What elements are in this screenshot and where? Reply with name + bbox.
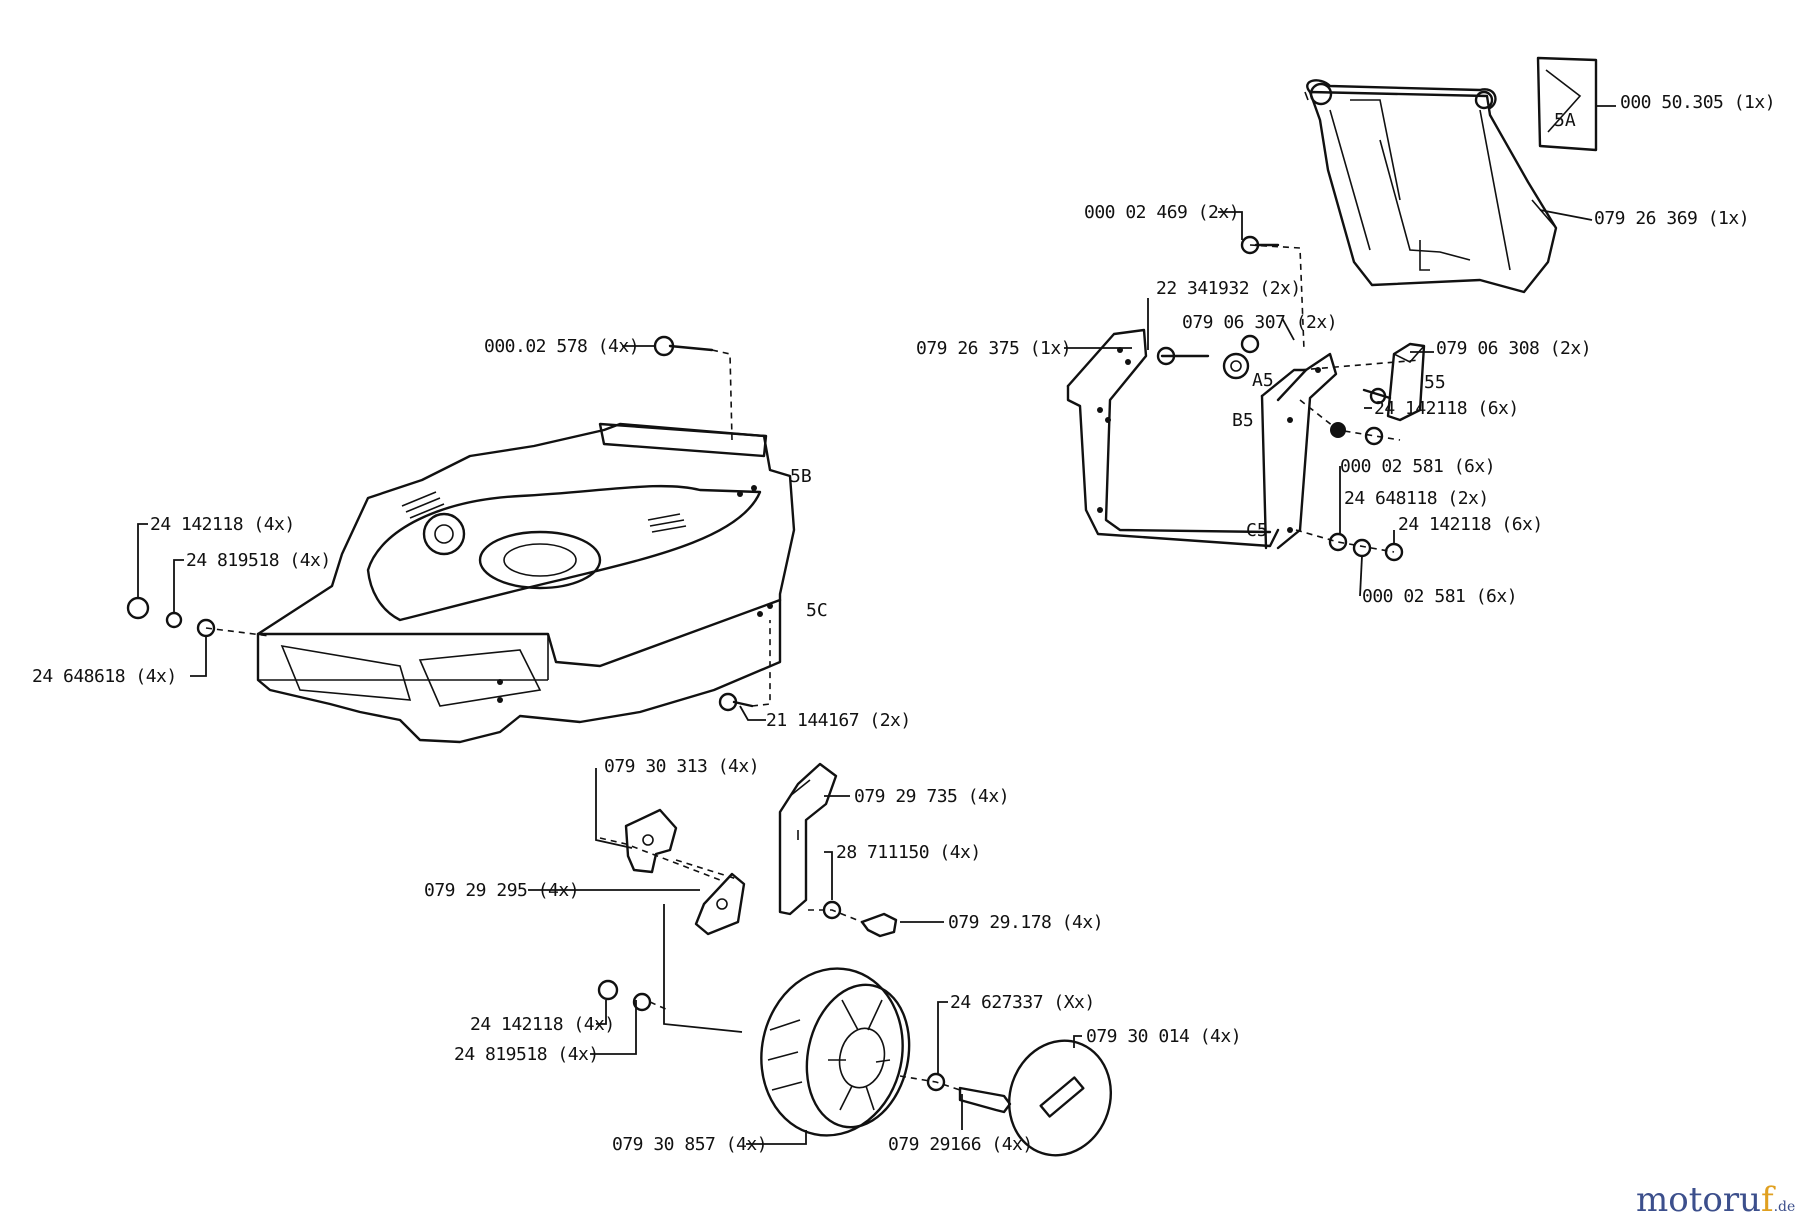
catcher-frame (1066, 328, 1338, 550)
label-hub-cap: 079 30 014 (4x) (1086, 1026, 1242, 1047)
marker-b5-frame: B5 (1232, 410, 1254, 431)
marker-a5-frame: A5 (1252, 370, 1274, 391)
frame-hardware (1156, 235, 1421, 562)
label-spring: 28 711150 (4x) (836, 842, 981, 863)
label-bracket: 079 30 313 (4x) (604, 756, 760, 777)
label-washer-left: 24 819518 (4x) (186, 550, 331, 571)
label-axle-plate: 079 29 295 (4x) (424, 880, 580, 901)
marker-55-clip: 55 (1424, 372, 1446, 393)
label-washer-2x: 24 648118 (2x) (1344, 488, 1489, 509)
leader-lines (137, 105, 1616, 1145)
label-deck-screw: 000.02 578 (4x) (484, 336, 640, 357)
label-screw-right-1: 22 341932 (2x) (1156, 278, 1301, 299)
label-nut-6a: 24 142118 (6x) (1374, 398, 1519, 419)
height-lever (778, 762, 838, 916)
label-height-lever: 079 29 735 (4x) (854, 786, 1010, 807)
wheel-bolt (899, 1072, 1012, 1114)
marker-5c-deck: 5C (806, 600, 828, 621)
marker-c5-frame: C5 (1246, 520, 1268, 541)
label-clip-2: 079 06 308 (2x) (1436, 338, 1592, 359)
motoruf-watermark: motoruf.de (1636, 1180, 1796, 1220)
grass-catcher (1304, 79, 1558, 294)
label-washer-left2: 24 648618 (4x) (32, 666, 177, 687)
label-axle-bolt: 079 29.178 (4x) (948, 912, 1104, 933)
label-screw-6b: 000 02 581 (6x) (1362, 586, 1518, 607)
marker-5b-deck: 5B (790, 466, 812, 487)
bag-label-tag (1536, 56, 1598, 152)
label-frame: 079 26 375 (1x) (916, 338, 1072, 359)
mower-deck (256, 422, 796, 744)
label-nut-left: 24 142118 (4x) (150, 514, 295, 535)
label-clip-1: 079 06 307 (2x) (1182, 312, 1338, 333)
bottom-nuts (597, 979, 669, 1012)
label-grass-catcher: 079 26 369 (1x) (1594, 208, 1750, 229)
deck-hardware (126, 335, 771, 712)
label-deck-screw2: 21 144167 (2x) (766, 710, 911, 731)
label-wheel: 079 30 857 (4x) (612, 1134, 768, 1155)
label-wheel-washer: 24 627337 (Xx) (950, 992, 1095, 1013)
label-screw-top: 000 02 469 (2x) (1084, 202, 1240, 223)
wheel (760, 967, 911, 1137)
label-bag: 000 50.305 (1x) (1620, 92, 1776, 113)
marker-5a-top: 5A (1554, 110, 1576, 131)
axle-bolt (808, 900, 898, 938)
label-nut-bottom: 24 142118 (4x) (470, 1014, 615, 1035)
label-washer-bottom: 24 819518 (4x) (454, 1044, 599, 1065)
label-nut-6b: 24 142118 (6x) (1398, 514, 1543, 535)
label-wheel-bolt: 079 29166 (4x) (888, 1134, 1033, 1155)
label-screw-6a: 000 02 581 (6x) (1340, 456, 1496, 477)
hub-cap (1007, 1039, 1113, 1157)
axle-plate (694, 872, 746, 936)
